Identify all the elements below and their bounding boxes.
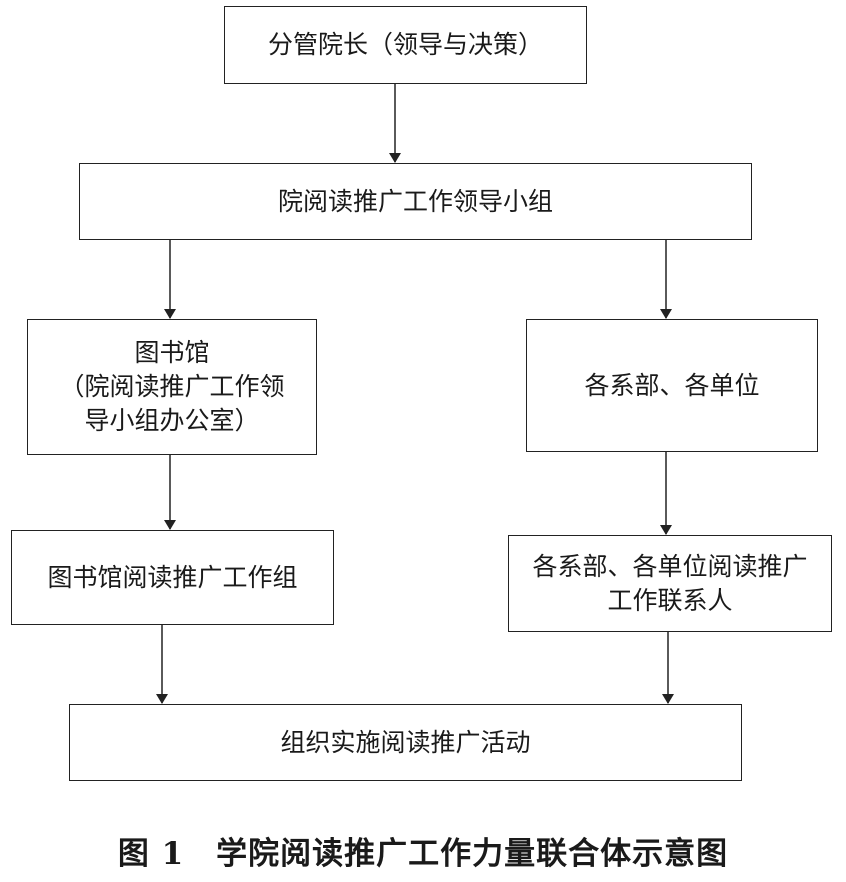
node-departments-label: 各系部、各单位 [584,370,760,400]
node-president-label: 分管院长（领导与决策） [267,30,543,60]
node-library-team: 图书馆阅读推广工作组 [11,530,334,625]
node-library-team-label: 图书馆阅读推广工作组 [47,562,298,592]
node-leading-group-label: 院阅读推广工作领导小组 [277,186,553,216]
node-president: 分管院长（领导与决策） [224,6,587,84]
node-library-office-label: 图书馆 （院阅读推广工作领 导小组办公室） [59,338,285,435]
node-dept-contacts-label: 各系部、各单位阅读推广 工作联系人 [532,551,808,615]
node-activities: 组织实施阅读推广活动 [69,704,742,781]
node-departments: 各系部、各单位 [526,319,818,452]
node-leading-group: 院阅读推广工作领导小组 [79,163,752,240]
node-activities-label: 组织实施阅读推广活动 [280,727,531,757]
node-library-office: 图书馆 （院阅读推广工作领 导小组办公室） [27,319,317,455]
figure-caption: 图 1 学院阅读推广工作力量联合体示意图 [117,836,729,872]
node-dept-contacts: 各系部、各单位阅读推广 工作联系人 [508,535,832,632]
